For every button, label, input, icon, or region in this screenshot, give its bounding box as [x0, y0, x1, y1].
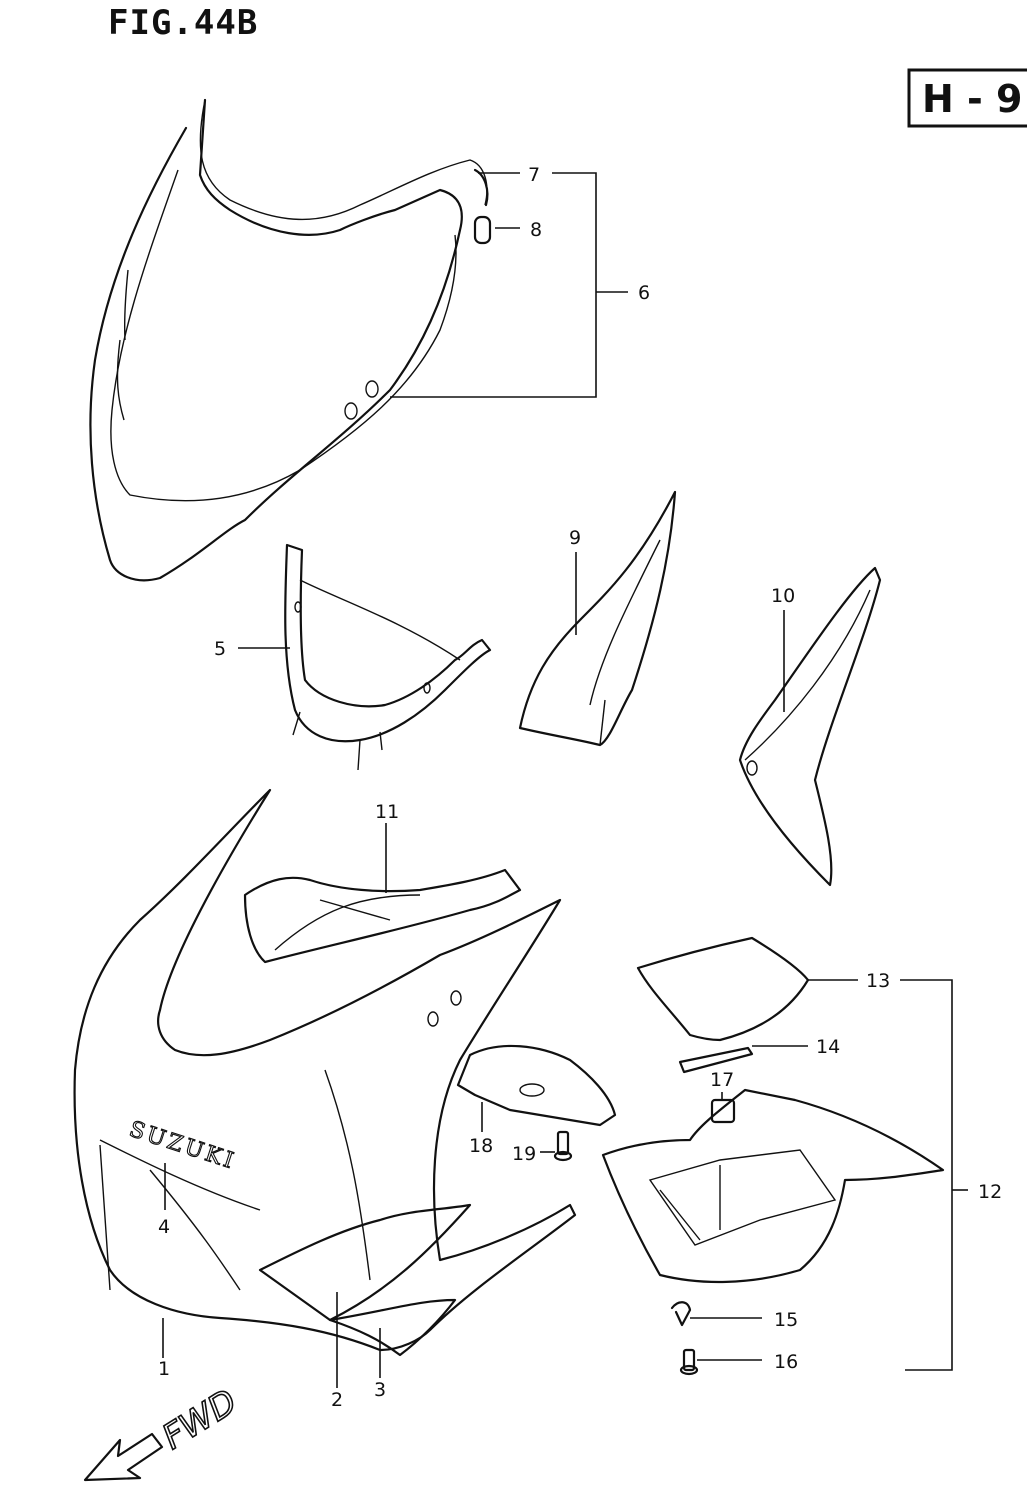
under-panel-part-11: [243, 868, 522, 964]
callout-16: 16: [774, 1351, 798, 1373]
section-code: H - 9: [922, 77, 1022, 121]
bracket-part-18: [456, 1044, 617, 1127]
forward-arrow-icon: FWD: [83, 1381, 245, 1482]
callout-7: 7: [528, 164, 540, 186]
clip-part-17: [710, 1098, 736, 1124]
section-code-box: [907, 68, 1027, 128]
lower-cowl-part-12: [601, 1088, 945, 1284]
callout-8: 8: [530, 219, 542, 241]
spring-nut-part-15: [670, 1301, 692, 1327]
callout-15: 15: [774, 1309, 798, 1331]
screw-part-16: [679, 1348, 699, 1376]
callout-14: 14: [816, 1036, 840, 1058]
seal-part-14: [678, 1046, 754, 1074]
front-fairing-part-1: SUZUKI: [73, 788, 577, 1352]
callout-5: 5: [214, 638, 226, 660]
lower-panel-part-2: [258, 1203, 472, 1322]
cover-part-13: [636, 936, 810, 1042]
callout-18: 18: [469, 1135, 493, 1157]
bolt-part-19: [553, 1130, 573, 1162]
side-panel-part-10: [738, 566, 882, 887]
callout-13: 13: [866, 970, 890, 992]
callout-17: 17: [710, 1069, 734, 1091]
windscreen-part-6: [89, 98, 488, 582]
callout-11: 11: [375, 801, 399, 823]
side-panel-part-9: [518, 490, 677, 747]
suzuki-logo: SUZUKI: [126, 1117, 239, 1175]
callout-6: 6: [638, 282, 650, 304]
figure-title: FIG.44B: [108, 3, 258, 43]
callout-9: 9: [569, 527, 581, 549]
leader-lines: [162, 172, 968, 1388]
trim-part-7: [473, 168, 489, 207]
lower-panel-part-3: [328, 1298, 457, 1357]
callout-labels: 7 8 6 5 9 10 11 13 14 17 12 18 19 4 15 1…: [158, 164, 1002, 1411]
callout-2: 2: [331, 1389, 343, 1411]
forward-label: FWD: [156, 1382, 244, 1458]
inner-panel-part-5: [284, 543, 492, 771]
callout-3: 3: [374, 1379, 386, 1401]
callout-1: 1: [158, 1358, 170, 1380]
callout-19: 19: [512, 1143, 536, 1165]
callout-12: 12: [978, 1181, 1002, 1203]
clip-part-8: [473, 215, 492, 245]
callout-4: 4: [158, 1216, 170, 1238]
callout-10: 10: [771, 585, 795, 607]
